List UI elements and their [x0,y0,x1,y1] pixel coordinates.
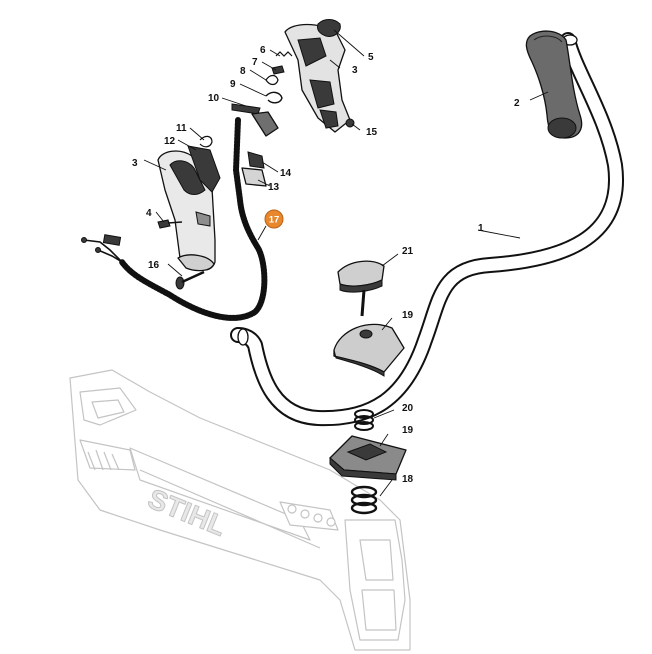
callout-21: 21 [402,246,414,257]
screw-part-4 [157,219,183,229]
callout-12: 12 [164,136,176,147]
callout-17-highlight: 17 [264,209,284,229]
throttle-cable-17 [81,117,268,321]
callout-6: 6 [260,45,266,56]
callout-3-left: 3 [132,158,138,169]
callout-19-lower: 19 [402,425,414,436]
spring-part-20 [354,409,374,431]
callout-17: 17 [269,215,280,226]
callout-7: 7 [252,57,258,68]
clamp-cap-19-upper [333,323,405,377]
callout-20: 20 [402,403,414,414]
callout-15: 15 [366,127,378,138]
clamp-base-19-lower [329,435,407,481]
screw-part-16 [175,270,205,290]
callout-8: 8 [240,66,246,77]
trigger-part-12 [187,145,221,193]
callout-3-right: 3 [352,65,358,76]
screw-part-15 [345,118,355,128]
handlebar-tube [230,32,625,427]
pin-part-7 [271,65,285,75]
spring-part-18 [350,485,378,515]
callout-2: 2 [514,98,520,109]
engine-housing-ghost: STIHL [69,369,411,651]
callout-10: 10 [208,93,220,104]
callout-14: 14 [280,168,292,179]
grip-part [525,30,583,139]
switch-part-13 [241,167,267,187]
callout-13: 13 [268,182,280,193]
callout-16: 16 [148,260,160,271]
clamp-knob-21 [337,260,385,317]
callout-5: 5 [368,52,374,63]
control-handle-right [284,23,351,133]
spring-part-11 [199,135,213,148]
callout-18: 18 [402,474,414,485]
leader-lines [143,29,549,497]
spring-part-6 [275,51,293,57]
lever-part-9 [265,91,283,104]
callout-4: 4 [146,208,152,219]
callout-labels: 1 2 3 3 4 5 6 7 8 9 10 11 12 13 14 15 16… [132,45,520,485]
spring-part-8 [265,74,279,86]
callout-1: 1 [478,223,484,234]
switch-part-14 [247,151,265,169]
callout-11: 11 [176,123,187,134]
callout-19-upper: 19 [402,310,414,321]
cap-part-5 [317,19,341,37]
lever-part-10 [231,103,279,137]
callout-9: 9 [230,79,236,90]
